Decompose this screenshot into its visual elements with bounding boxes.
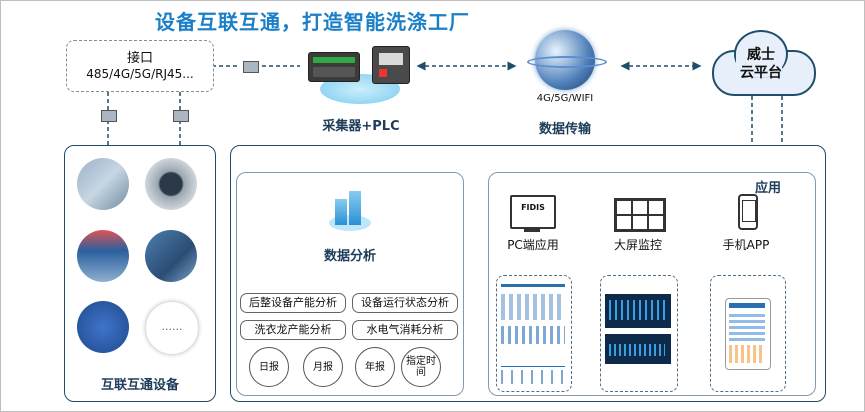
smartphone-icon: [738, 194, 758, 230]
interface-box: 接口 485/4G/5G/RJ45...: [66, 40, 214, 92]
port-connector-icon: [101, 110, 117, 122]
report-circle: 年报: [355, 347, 395, 387]
device-photo: [145, 230, 197, 282]
interface-label: 接口: [126, 51, 153, 66]
pc-label: PC端应用: [507, 238, 559, 252]
more-devices-text: ......: [161, 320, 183, 333]
apps-heading: 应用: [754, 181, 781, 196]
mobile-app-screenshot: [710, 275, 786, 392]
diagram-title: 设备互联互通，打造智能洗涤工厂: [155, 10, 470, 34]
bigscreen-dashboard-screenshot: [600, 275, 678, 392]
device-photo: [77, 301, 129, 353]
report-circle: 日报: [249, 347, 289, 387]
analysis-item: 水电气消耗分析: [352, 320, 458, 340]
device-photo: [77, 158, 129, 210]
collector-plc-icon: [300, 40, 418, 110]
video-wall-icon: [614, 198, 666, 232]
report-circle: 指定时间: [401, 347, 441, 387]
port-connector-icon: [243, 61, 259, 73]
pc-brand-text: FIDIS: [521, 203, 545, 212]
collector-label: 采集器+PLC: [322, 119, 400, 134]
device-photo: [77, 230, 129, 282]
port-connector-icon: [173, 110, 189, 122]
network-label: 4G/5G/WIFI: [536, 93, 594, 104]
cloud-line1: 威士: [747, 47, 775, 63]
data-analysis-icon: [325, 191, 375, 235]
pc-stand: [524, 227, 540, 232]
more-devices-placeholder: ......: [145, 301, 199, 355]
pc-dashboard-screenshot: [496, 275, 572, 392]
bigscreen-label: 大屏监控: [613, 238, 662, 252]
analysis-item: 设备运行状态分析: [352, 293, 458, 313]
devices-label: 互联互通设备: [100, 378, 179, 393]
globe-icon: [527, 30, 607, 90]
analysis-item: 后整设备产能分析: [240, 293, 346, 313]
cloud-line2: 云平台: [740, 65, 782, 81]
devices-box: ...... 互联互通设备: [64, 145, 216, 402]
mobile-label: 手机APP: [722, 238, 770, 252]
pc-monitor-icon: FIDIS: [510, 195, 556, 229]
interface-protocols: 485/4G/5G/RJ45...: [86, 67, 194, 81]
device-photo: [145, 158, 197, 210]
cloud-icon: [702, 24, 820, 96]
analysis-label: 数据分析: [323, 249, 376, 264]
transmission-label: 数据传输: [538, 122, 591, 137]
report-circle: 月报: [303, 347, 343, 387]
analysis-item: 洗衣龙产能分析: [240, 320, 346, 340]
